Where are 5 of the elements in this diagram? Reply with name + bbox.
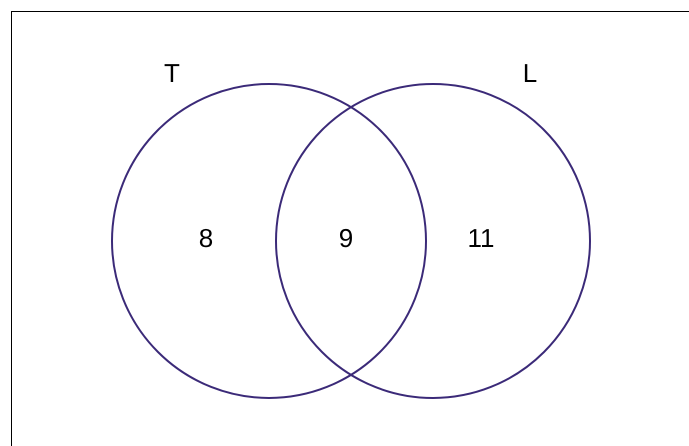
set-label: T xyxy=(164,60,180,86)
region-count: 8 xyxy=(198,225,214,251)
set-label: L xyxy=(522,60,538,86)
region-count: 11 xyxy=(468,225,494,251)
region-count: 9 xyxy=(338,225,354,251)
